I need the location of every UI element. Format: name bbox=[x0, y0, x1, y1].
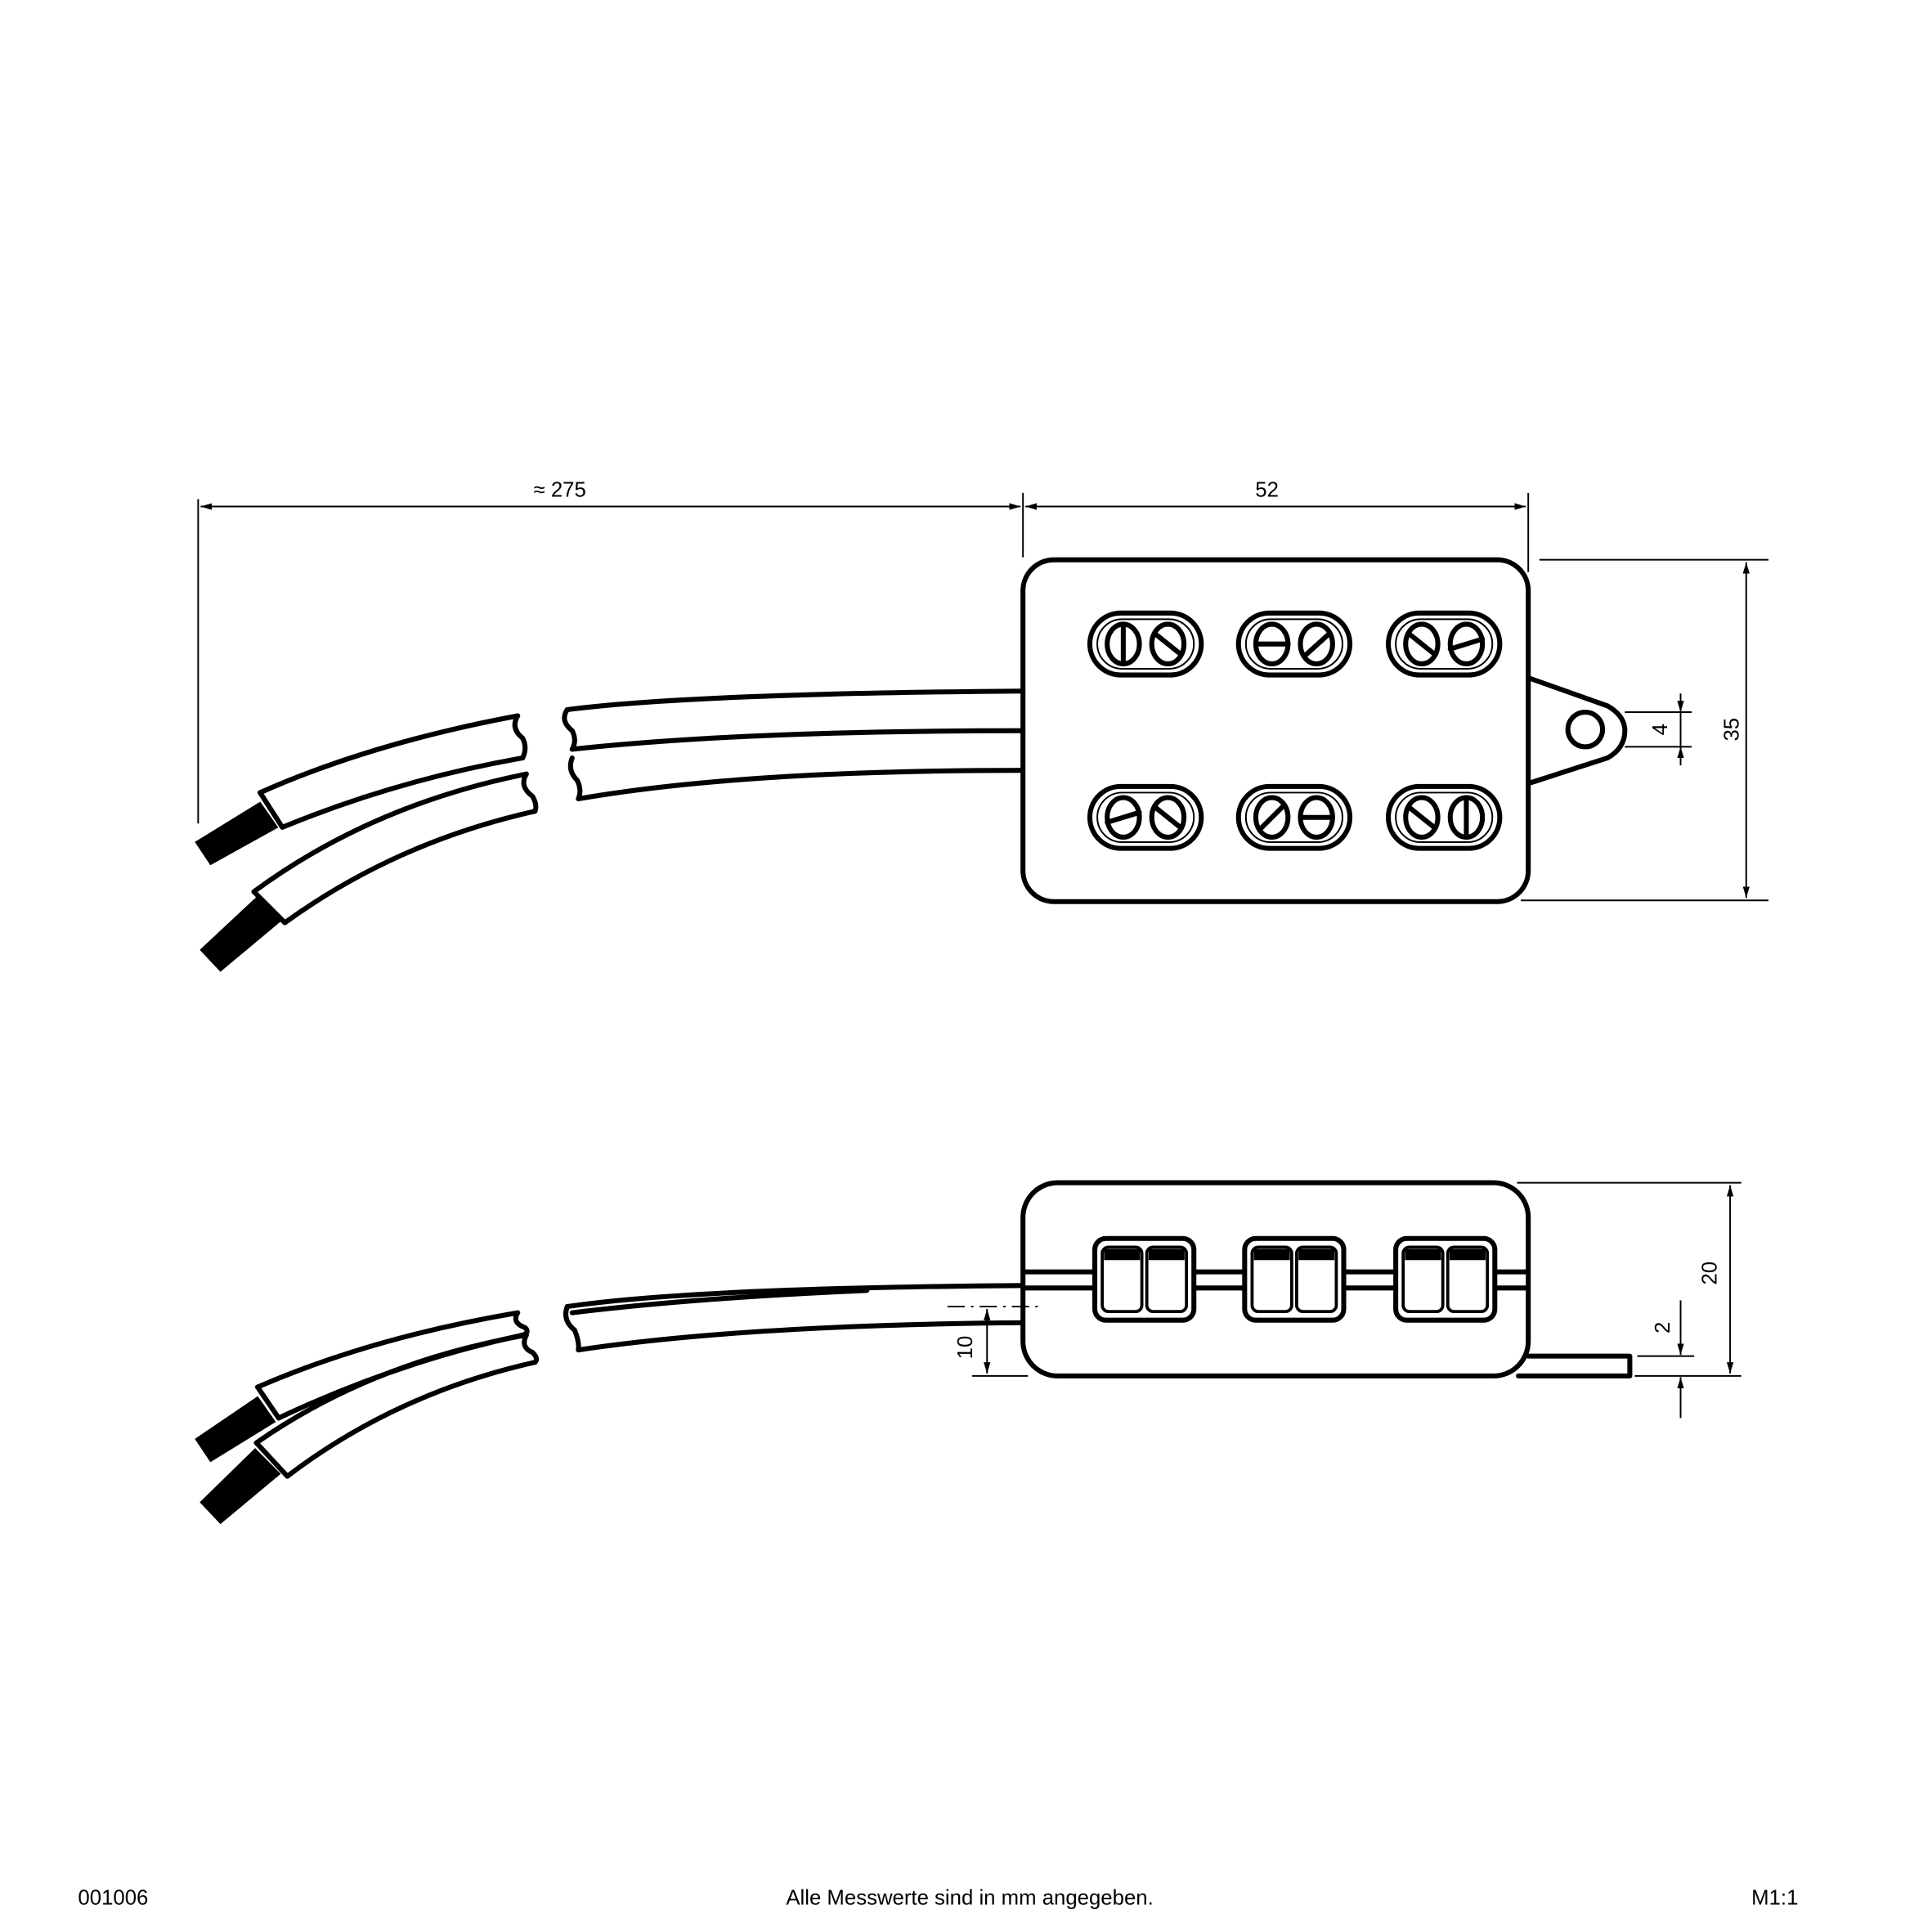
dimension-label: 20 bbox=[1698, 1262, 1721, 1285]
dimension-label: ≈ 275 bbox=[534, 478, 586, 501]
drawing-scale: M1:1 bbox=[1751, 1887, 1798, 1910]
wire-end bbox=[195, 1396, 276, 1463]
mounting-tab bbox=[1528, 676, 1628, 786]
dimension-label: 4 bbox=[1649, 724, 1672, 735]
plug-connectors bbox=[1095, 1239, 1495, 1320]
drawing-number: 001006 bbox=[78, 1887, 148, 1910]
cable-side-view bbox=[195, 1283, 1026, 1525]
dimension-box-depth: 20 bbox=[1517, 1181, 1741, 1377]
dimension-label: 52 bbox=[1255, 478, 1279, 501]
mounting-hole bbox=[1565, 709, 1606, 750]
wire-end bbox=[195, 801, 279, 866]
side-view: 20 2 10 bbox=[195, 1180, 1741, 1525]
distributor-box-side bbox=[1020, 1180, 1531, 1378]
wire-end bbox=[199, 1448, 281, 1525]
measurement-note: Alle Messwerte sind in mm angegeben. bbox=[786, 1887, 1153, 1910]
mounting-plate-side bbox=[1516, 1353, 1633, 1378]
top-view: ≈ 275 52 35 4 bbox=[195, 478, 1769, 972]
cable-top-view bbox=[195, 688, 1026, 972]
dimension-cable-offset: 10 bbox=[947, 1306, 1038, 1377]
dimension-box-width: 52 bbox=[1022, 478, 1530, 572]
dimension-label: 10 bbox=[954, 1336, 977, 1360]
dimension-cable-length: ≈ 275 bbox=[197, 478, 1021, 824]
dimension-box-height: 35 bbox=[1521, 558, 1769, 902]
screw-terminals bbox=[1090, 613, 1499, 849]
dimension-label: 35 bbox=[1721, 718, 1744, 742]
dimension-hole: 4 bbox=[1625, 693, 1692, 766]
wire-end bbox=[199, 895, 281, 972]
footer: 001006 Alle Messwerte sind in mm angegeb… bbox=[78, 1887, 1798, 1910]
dimension-plate: 2 bbox=[1637, 1300, 1695, 1419]
dimension-label: 2 bbox=[1652, 1322, 1674, 1334]
